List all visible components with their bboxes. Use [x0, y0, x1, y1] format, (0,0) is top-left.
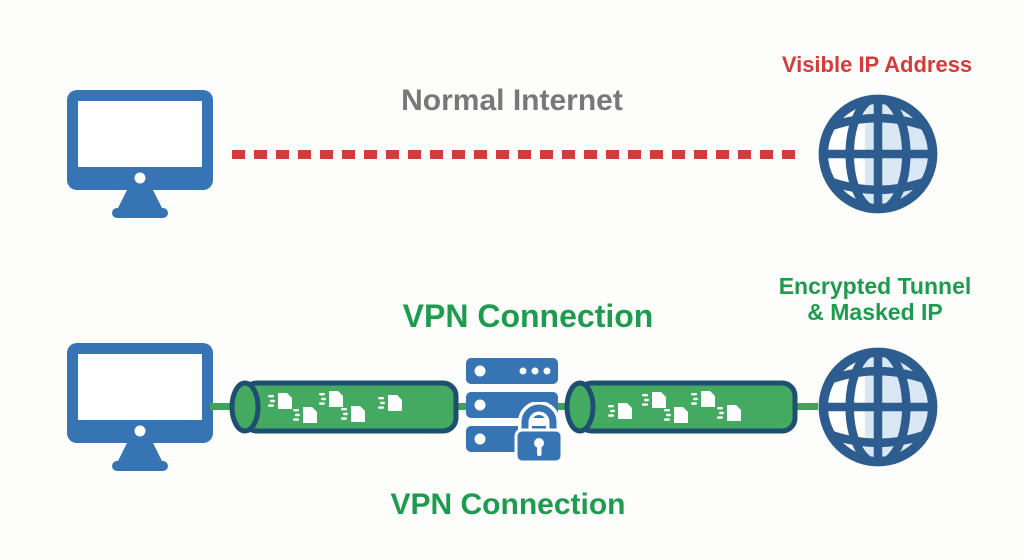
computer-icon	[67, 90, 213, 218]
globe-icon	[812, 88, 944, 220]
connector-line	[210, 403, 238, 410]
vpn-connection-title-top: VPN Connection	[402, 298, 654, 334]
connector-line	[792, 403, 818, 410]
globe-icon	[812, 341, 944, 473]
encrypted-tunnel-label: Encrypted Tunnel & Masked IP	[750, 273, 1000, 325]
vpn-tunnel-left	[228, 380, 460, 434]
normal-internet-title: Normal Internet	[401, 84, 623, 117]
encrypted-tunnel-label-line1: Encrypted Tunnel	[778, 273, 972, 299]
connector-line	[450, 403, 474, 410]
computer-icon	[67, 343, 213, 471]
red-dotted-line	[232, 150, 798, 159]
vpn-connection-title-bottom: VPN Connection	[390, 488, 626, 521]
visible-ip-label: Visible IP Address	[781, 52, 973, 77]
lock-icon	[514, 402, 564, 464]
encrypted-tunnel-label-line2: & Masked IP	[807, 299, 943, 325]
vpn-tunnel-right	[563, 380, 799, 434]
connector-line	[552, 403, 574, 410]
